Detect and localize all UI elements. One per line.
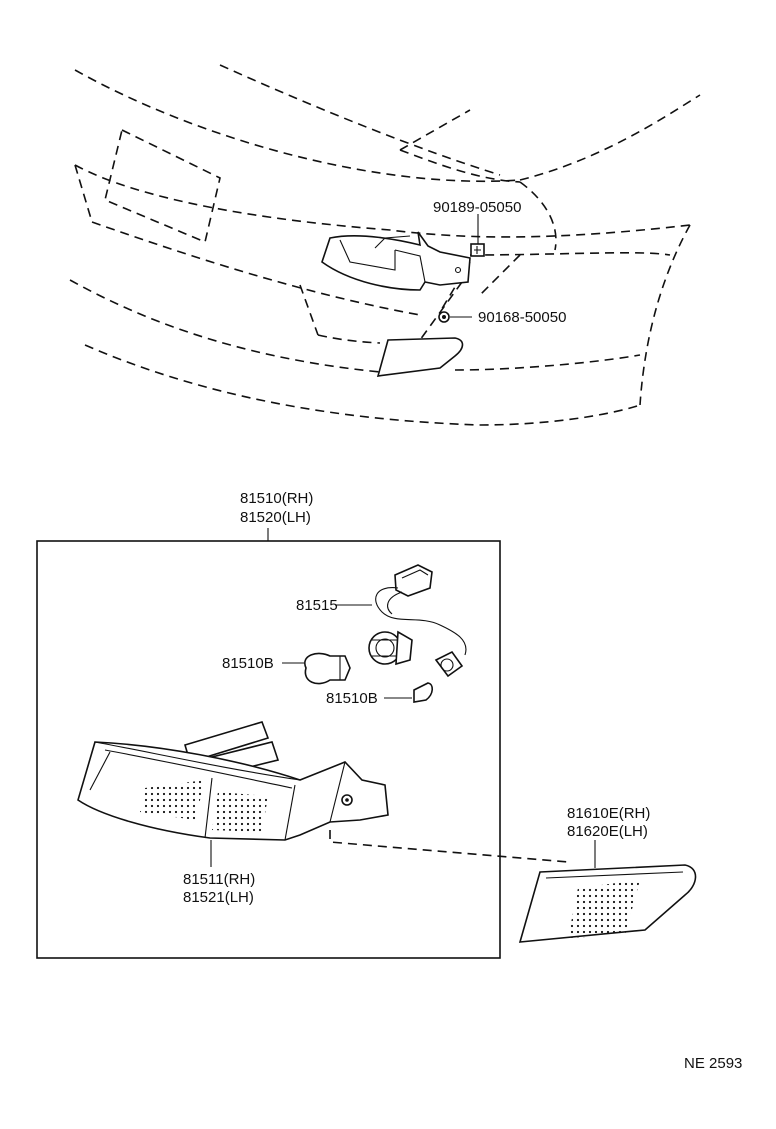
clip-90189-05050: 90189-05050 bbox=[433, 199, 521, 257]
label-lens-rh: 81511(RH) bbox=[183, 871, 255, 888]
bulb-small-81510b: 81510B bbox=[326, 682, 434, 707]
socket-wire-81515: 81515 bbox=[296, 564, 467, 678]
turn-signal-on-car bbox=[321, 231, 471, 291]
side-lamp-on-car bbox=[376, 337, 464, 377]
label-clip: 90189-05050 bbox=[433, 199, 521, 216]
label-side-lamp-lh: 81620E(LH) bbox=[567, 823, 648, 840]
assembly-box bbox=[36, 540, 501, 959]
label-assembly-lh: 81520(LH) bbox=[240, 509, 311, 526]
label-bulb-large: 81510B bbox=[222, 655, 274, 672]
label-bulb-small: 81510B bbox=[326, 690, 378, 707]
connection-line bbox=[329, 830, 569, 863]
car-body-outline bbox=[69, 64, 701, 426]
label-lens-lh: 81521(LH) bbox=[183, 889, 254, 906]
side-lamp bbox=[518, 840, 697, 943]
lamp-housing bbox=[77, 721, 389, 841]
bulb-large-81510b: 81510B bbox=[222, 652, 351, 685]
label-socket-wire: 81515 bbox=[296, 597, 338, 614]
figure-code: NE 2593 bbox=[684, 1055, 742, 1072]
label-screw: 90168-50050 bbox=[478, 309, 566, 326]
label-assembly-rh: 81510(RH) bbox=[240, 490, 313, 507]
screw-90168-50050: 90168-50050 bbox=[438, 309, 566, 326]
label-side-lamp-rh: 81610E(RH) bbox=[567, 805, 650, 822]
